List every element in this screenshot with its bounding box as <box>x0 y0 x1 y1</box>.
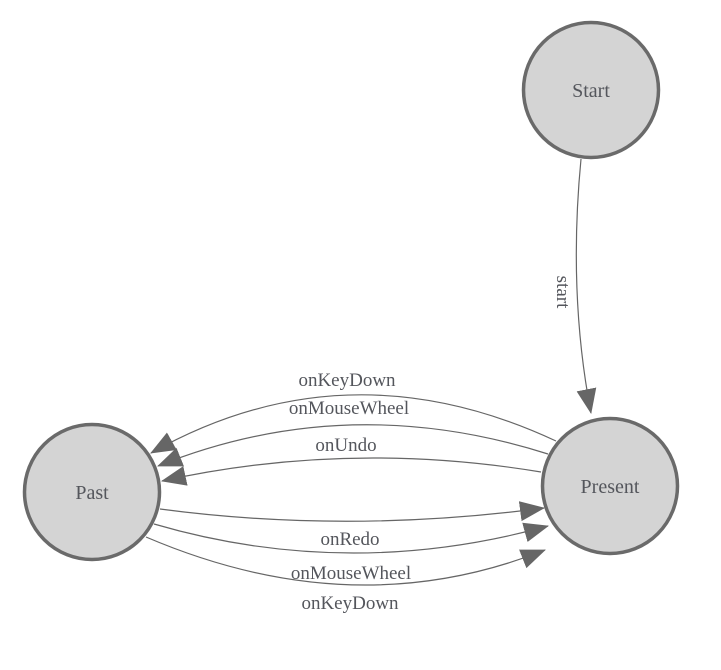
state-circle-past <box>22 422 162 562</box>
state-node-present[interactable]: Present <box>540 416 680 556</box>
transition-present-to-past-onmousewheel[interactable] <box>157 424 549 467</box>
state-node-start[interactable]: Start <box>521 20 661 160</box>
transition-present-to-past-onkeydown[interactable] <box>150 394 557 454</box>
transition-past-to-present-onmousewheel[interactable] <box>153 522 549 554</box>
state-label-present: Present <box>581 476 640 498</box>
state-node-past[interactable]: Past <box>22 422 162 562</box>
transition-label-onundo: onUndo <box>315 435 376 456</box>
transition-past-to-present-onkeydown[interactable] <box>145 536 546 586</box>
transition-past-to-present-onredo[interactable] <box>159 501 545 522</box>
transition-label-onmousewheel-bottom: onMouseWheel <box>291 563 411 584</box>
transition-label-onkeydown-bottom: onKeyDown <box>301 593 399 614</box>
state-circle-present <box>540 416 680 556</box>
state-label-past: Past <box>75 482 109 504</box>
transition-present-to-past-onundo[interactable] <box>161 457 542 486</box>
transition-start-to-present[interactable] <box>575 158 597 414</box>
transition-label-onkeydown-top: onKeyDown <box>298 370 396 391</box>
transition-label-onredo: onRedo <box>320 529 379 550</box>
transition-label-onmousewheel-top: onMouseWheel <box>289 398 409 419</box>
state-circle-start <box>521 20 661 160</box>
transition-label-start: start <box>552 276 573 309</box>
state-label-start: Start <box>572 80 610 102</box>
